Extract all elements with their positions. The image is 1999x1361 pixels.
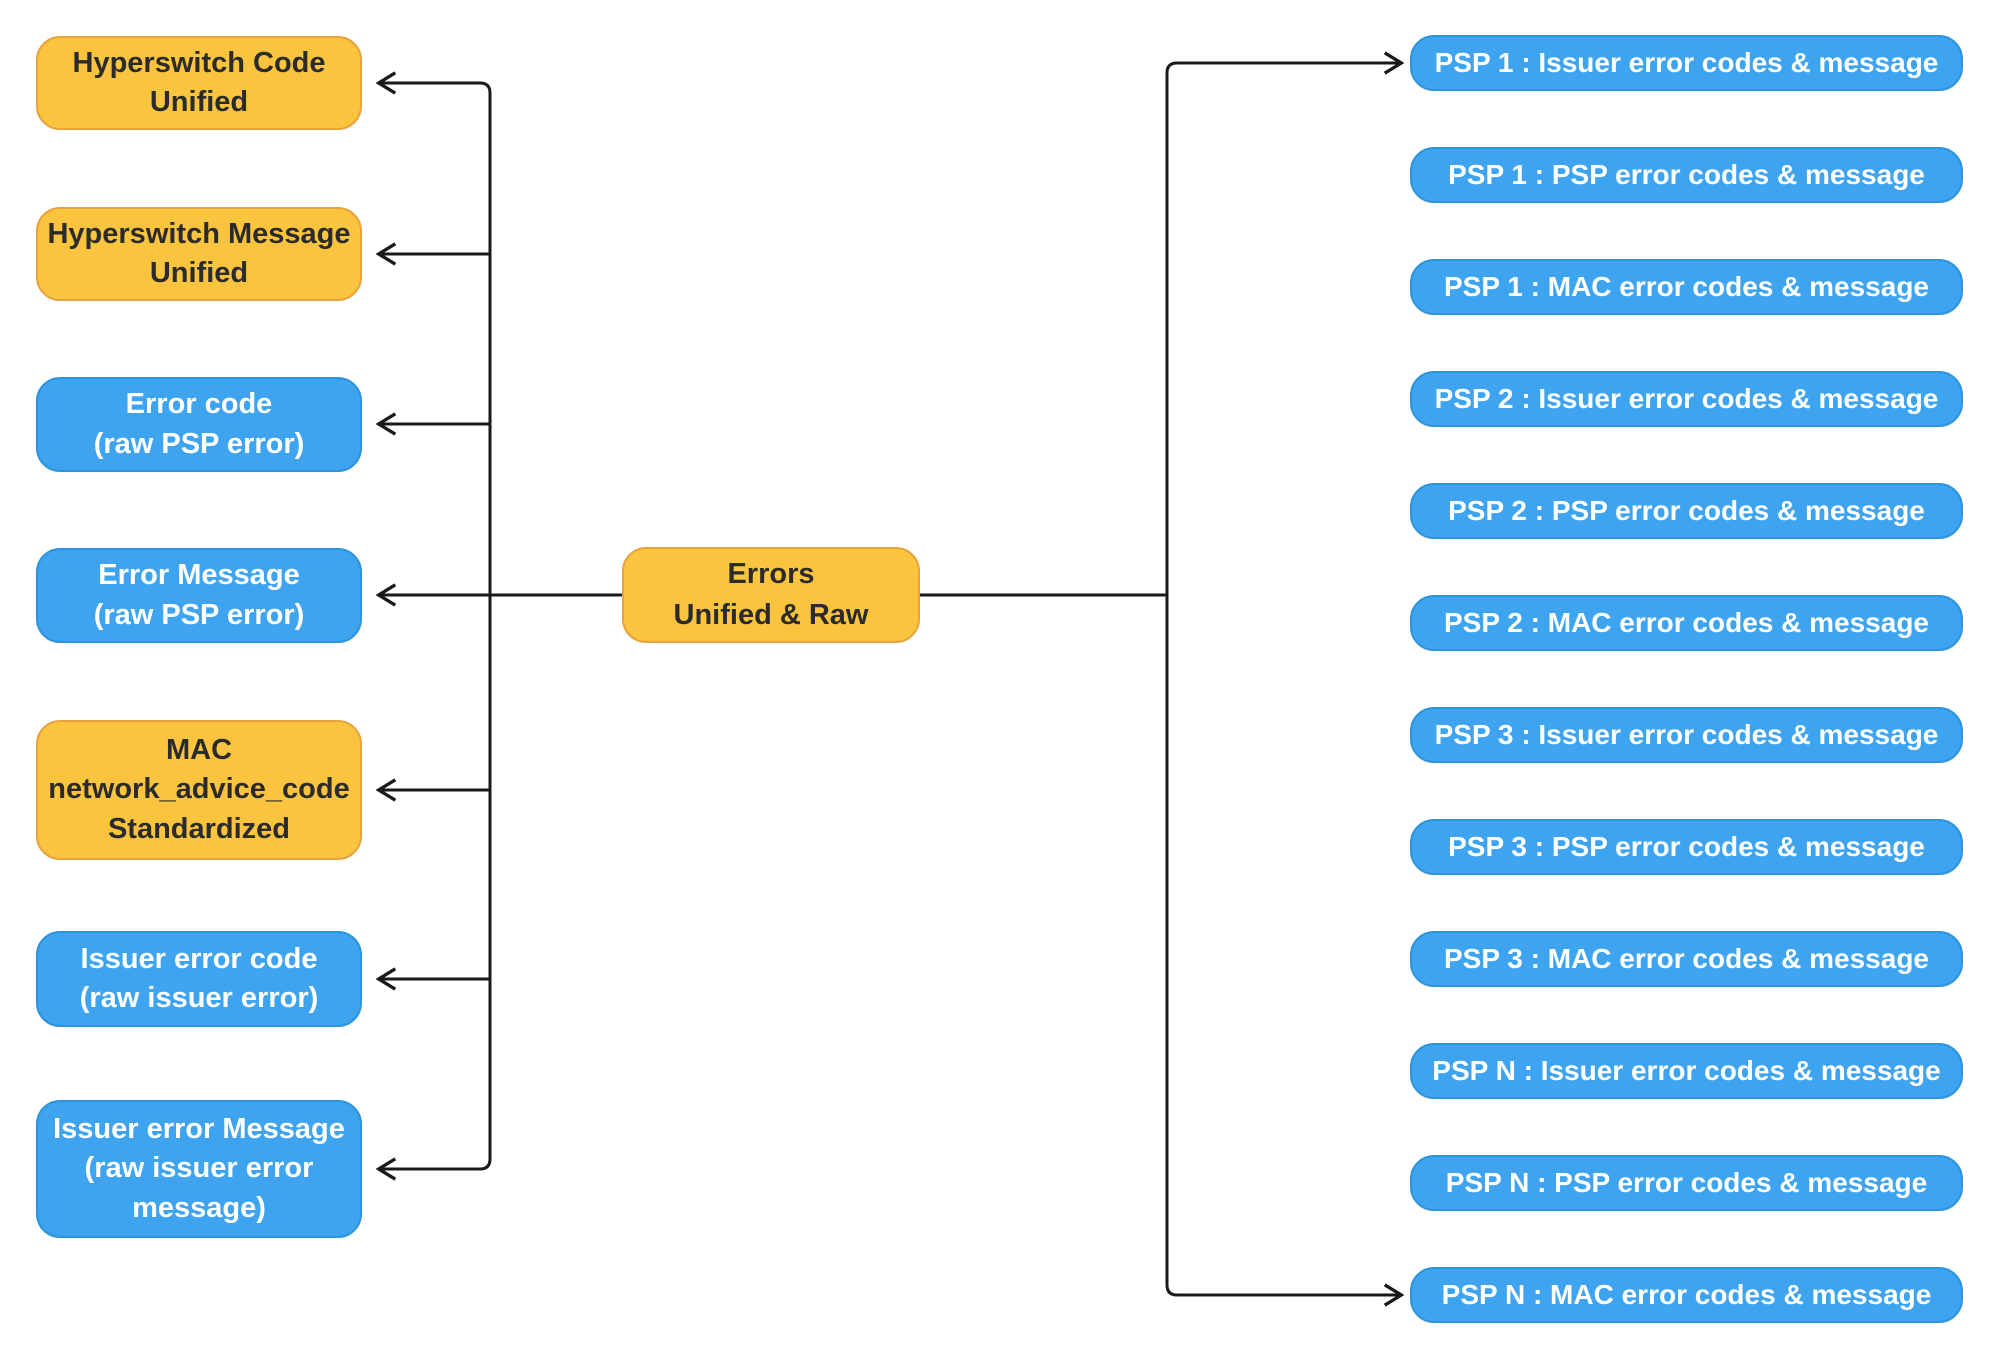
node-psp2-issuer-error: PSP 2 : Issuer error codes & message bbox=[1410, 371, 1963, 427]
node-error-code-raw-psp: Error code (raw PSP error) bbox=[36, 377, 362, 472]
node-errors-unified-and-raw: Errors Unified & Raw bbox=[622, 547, 920, 643]
node-psp3-psp-error: PSP 3 : PSP error codes & message bbox=[1410, 819, 1963, 875]
edge-right-trunk bbox=[1165, 51, 1405, 1307]
node-issuer-error-message-raw: Issuer error Message (raw issuer error m… bbox=[36, 1100, 362, 1238]
node-psp2-psp-error: PSP 2 : PSP error codes & message bbox=[1410, 483, 1963, 539]
node-psp1-psp-error: PSP 1 : PSP error codes & message bbox=[1410, 147, 1963, 203]
node-pspn-psp-error: PSP N : PSP error codes & message bbox=[1410, 1155, 1963, 1211]
node-hyperswitch-code-unified: Hyperswitch Code Unified bbox=[36, 36, 362, 130]
node-psp1-mac-error: PSP 1 : MAC error codes & message bbox=[1410, 259, 1963, 315]
node-psp3-issuer-error: PSP 3 : Issuer error codes & message bbox=[1410, 707, 1963, 763]
node-pspn-mac-error: PSP N : MAC error codes & message bbox=[1410, 1267, 1963, 1323]
node-error-message-raw-psp: Error Message (raw PSP error) bbox=[36, 548, 362, 643]
edge-left-trunk bbox=[375, 71, 492, 1181]
node-pspn-issuer-error: PSP N : Issuer error codes & message bbox=[1410, 1043, 1963, 1099]
node-psp1-issuer-error: PSP 1 : Issuer error codes & message bbox=[1410, 35, 1963, 91]
node-mac-network-advice-code: MAC network_advice_code Standardized bbox=[36, 720, 362, 860]
node-psp2-mac-error: PSP 2 : MAC error codes & message bbox=[1410, 595, 1963, 651]
node-hyperswitch-message-unified: Hyperswitch Message Unified bbox=[36, 207, 362, 301]
node-issuer-error-code-raw: Issuer error code (raw issuer error) bbox=[36, 931, 362, 1027]
node-psp3-mac-error: PSP 3 : MAC error codes & message bbox=[1410, 931, 1963, 987]
